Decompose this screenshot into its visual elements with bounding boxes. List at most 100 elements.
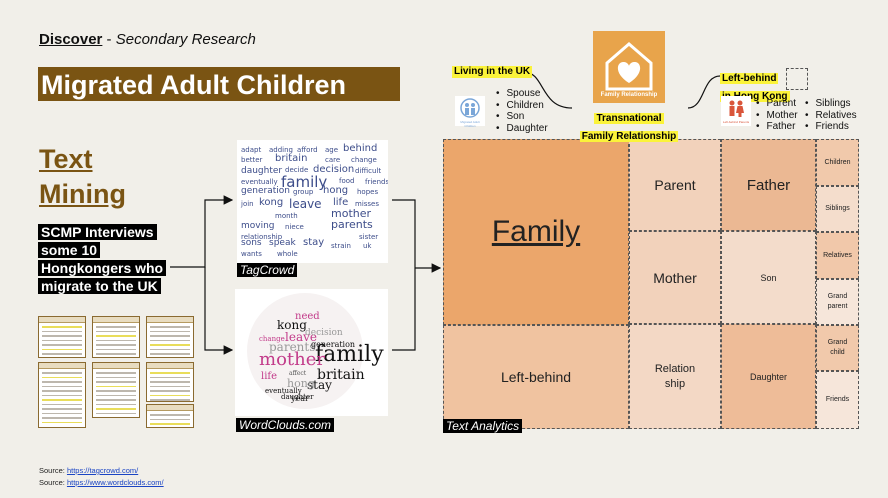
text-analytics-caption: Text Analytics: [443, 419, 523, 433]
wordcloud-word: mother: [259, 349, 325, 370]
source-1-link[interactable]: https://tagcrowd.com/: [66, 466, 139, 475]
small-logo-hk-label: Left-behind Parents: [722, 120, 750, 124]
treemap-cell-left-behind: Left-behind: [443, 325, 629, 429]
wordcloud-word: decision: [305, 328, 343, 338]
treemap-cell-friends: Friends: [816, 371, 859, 429]
treemap-label: Friends: [825, 396, 850, 403]
treemap-label: Son: [760, 272, 777, 283]
tagcrowd-word: difficult: [355, 167, 382, 175]
wordcloud-word: need: [295, 311, 320, 322]
tagcrowd-word: wants: [241, 250, 262, 258]
wordcloud-word: life: [261, 371, 277, 382]
tagcrowd-word: behind: [343, 143, 378, 154]
logo-caption: Family Relationship: [600, 92, 658, 98]
tagcrowd-word: age: [325, 146, 339, 154]
source-2-link[interactable]: https://www.wordclouds.com/: [66, 478, 164, 487]
treemap-cell-children: Children: [816, 139, 859, 186]
tagcrowd-word: family: [281, 173, 328, 191]
discover-label: Discover: [39, 31, 103, 48]
text-mining-line2: Mining: [39, 179, 126, 209]
wordcloud-word: generation: [311, 340, 355, 349]
treemap-label: Daughter: [749, 371, 788, 382]
source-2-label: Source:: [39, 478, 67, 487]
tagcrowd-word: hong: [323, 185, 349, 196]
parents-icon: [729, 100, 744, 117]
header-separator: -: [102, 31, 116, 48]
article-thumbnails: [38, 316, 196, 428]
tagcrowd-word: generation: [241, 186, 290, 196]
treemap-cell-family: Family: [443, 139, 629, 325]
tagcrowd-word: daughter: [241, 166, 283, 176]
wordcloud-word: hong: [287, 377, 315, 390]
tagcrowd-word: strain: [331, 242, 351, 250]
tagcrowd-word: month: [275, 212, 298, 220]
living-uk-item: Children: [496, 100, 548, 112]
treemap-label: Parent: [654, 177, 696, 193]
treemap-cell-father: Father: [721, 139, 816, 231]
treemap-cell-relatives: Relatives: [816, 232, 859, 279]
page-title: Migrated Adult Children: [38, 67, 400, 101]
wordcloud-word: britain: [317, 367, 365, 383]
tagcrowd-word: stay: [303, 237, 325, 248]
living-uk-item: Spouse: [496, 88, 548, 100]
treemap-label: Relatives: [823, 251, 852, 259]
wordclouds-caption: WordClouds.com: [236, 418, 335, 432]
treemap-cell-grand-parent: Grand parent: [816, 279, 859, 325]
treemap-label: Mother: [653, 269, 697, 286]
living-uk-item: Son: [496, 111, 548, 123]
hk-curve: [687, 75, 721, 109]
small-logo-uk-label: Migrated Adult Children: [460, 120, 480, 128]
wordcloud-svg: familymotherbritainparentskongleavestayh…: [247, 293, 384, 409]
left-behind-label: Left-behind in Hong Kong: [720, 68, 790, 104]
tagcrowd-caption: TagCrowd: [237, 263, 298, 277]
source-1-label: Source:: [39, 466, 67, 475]
house-heart-icon: [605, 42, 653, 91]
wordcloud-word: eventually: [265, 387, 302, 395]
tagcrowd-word: britain: [275, 153, 308, 164]
arrow-to-wordclouds: [204, 267, 234, 355]
transnational-label: Transnational Family Relationship: [572, 108, 686, 144]
treemap-cell-siblings: Siblings: [816, 186, 859, 232]
tagcrowd-word: life: [333, 197, 349, 208]
tagcrowd-word: adding: [269, 146, 294, 154]
treemap-cell-relation-ship: Relation ship: [629, 324, 721, 429]
left-behind-item: Parent: [756, 98, 798, 110]
treemap-label: Children: [824, 158, 851, 166]
left-behind-list-1: ParentMotherFather: [756, 98, 798, 133]
tagcrowd-word: speak: [269, 238, 296, 248]
wordcloud-word: family: [315, 342, 384, 367]
treemap-cell-son: Son: [721, 231, 816, 324]
article-thumbnail: [146, 316, 194, 358]
left-behind-item: Siblings: [805, 98, 857, 110]
tagcrowd-word: sister: [359, 233, 379, 241]
tagcrowd-word: adapt: [241, 146, 262, 154]
left-behind-item: Mother: [756, 110, 798, 122]
wordcloud-word: leave: [285, 330, 317, 344]
article-thumbnail: [38, 362, 86, 428]
treemap-cell-mother: Mother: [629, 231, 721, 324]
migrated-children-logo: Migrated Adult Children: [455, 96, 485, 128]
tagcrowd-word: whole: [277, 250, 298, 258]
tagcrowd-word: uk: [363, 242, 372, 250]
tagcrowd-word: afford: [297, 146, 318, 154]
left-behind-list-2: SiblingsRelativesFriends: [805, 98, 857, 133]
placeholder-box: [786, 68, 808, 90]
scmp-note: SCMP Interviews some 10 Hongkongers who …: [38, 224, 178, 296]
article-thumbnail: [92, 362, 140, 418]
tagcrowd-word: friends: [365, 178, 388, 186]
living-uk-label: Living in the UK: [452, 66, 533, 78]
left-behind-line1: Left-behind: [720, 73, 779, 84]
source-line-1: Source: https://tagcrowd.com/: [39, 466, 138, 475]
article-thumbnail: [38, 316, 86, 358]
treemap-label: Grand child: [827, 339, 848, 356]
tagcrowd-word: eventually: [241, 178, 278, 186]
left-behind-logo: Left-behind Parents: [721, 96, 751, 126]
merge-bracket: [392, 199, 416, 351]
tagcrowd-word: decide: [285, 166, 309, 174]
transnational-line1: Transnational: [594, 113, 664, 124]
article-thumbnail: [92, 316, 140, 358]
article-thumbnail: [146, 404, 194, 428]
treemap-label: Relation ship: [654, 362, 696, 390]
